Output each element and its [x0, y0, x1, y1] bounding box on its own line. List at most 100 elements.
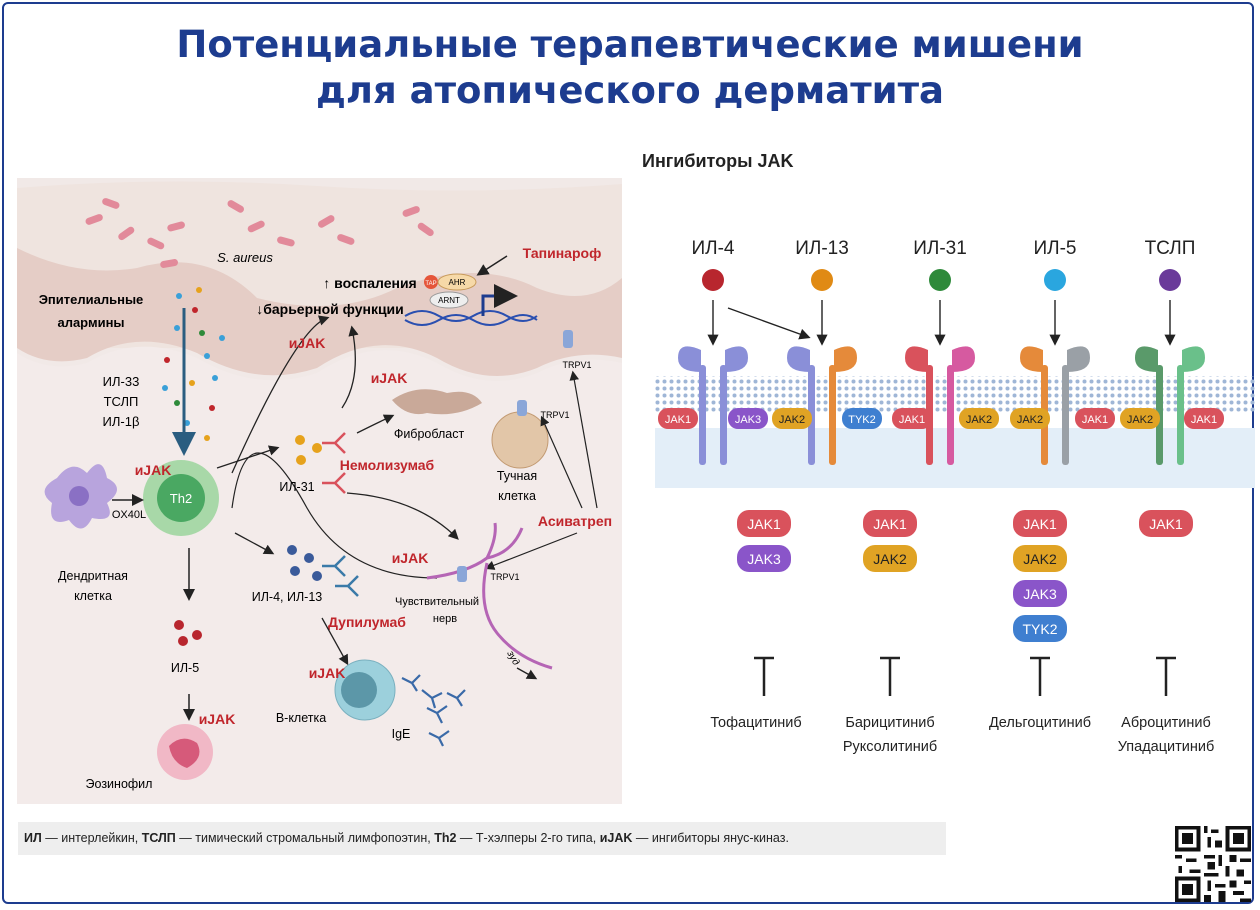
inhibited-kinase [1013, 615, 1067, 642]
receptor-head-right [952, 346, 975, 372]
membrane-kinase [1075, 408, 1115, 429]
footer-def-1: — интерлейкин, [41, 831, 142, 845]
alarmin-1: ИЛ-33 [103, 374, 140, 389]
receptor-head-left [1020, 346, 1043, 372]
inhibited-kinase [1013, 545, 1067, 572]
membrane-kinase [959, 408, 999, 429]
ahr-label: AHR [449, 278, 466, 287]
nemolizumab-label: Немолизумаб [340, 457, 435, 473]
arnt-label: ARNT [438, 296, 460, 305]
dendritic-label-1: Дендритная [58, 569, 128, 583]
footer-def-3: — Т-хэлперы 2-го типа, [456, 831, 600, 845]
s-aureus-label: S. aureus [217, 250, 273, 265]
receptor-chain-right [829, 365, 836, 465]
inhibited-kinase [863, 510, 917, 537]
up-inflammation: ↑ воспаления [323, 275, 416, 291]
receptor-chain-right [720, 365, 727, 465]
il31-label: ИЛ-31 [279, 480, 314, 494]
drug-name: Дельгоцитиниб [989, 715, 1091, 731]
membrane-kinase-label: JAK2 [966, 414, 992, 426]
eosinophil-label: Эозинофил [86, 777, 153, 791]
jak-heading: Ингибиторы JAK [642, 151, 794, 171]
footer-def-2: — тимический стромальный лимфопоэтин, [175, 831, 435, 845]
tap-molecule [424, 275, 438, 289]
asivatrep-label: Асиватреп [538, 513, 612, 529]
receptor-chain-right [1062, 365, 1069, 465]
ox40l-label: OX40L [112, 509, 146, 521]
bcell-label: В-клетка [276, 711, 326, 725]
inhibited-kinase-label: JAK3 [747, 551, 781, 567]
s-aureus-bacteria [85, 198, 434, 268]
membrane-kinase-label: JAK1 [899, 414, 925, 426]
inhibited-kinase-label: JAK1 [747, 516, 781, 532]
membrane-kinase [1184, 408, 1224, 429]
drug-name: Упадацитиниб [1118, 739, 1215, 755]
cytokine-label: ТСЛП [1145, 238, 1196, 259]
membrane-kinase-label: JAK1 [1191, 414, 1217, 426]
receptor-chain-right [1177, 365, 1184, 465]
inhibited-kinase [1013, 580, 1067, 607]
dendritic-label-2: клетка [74, 589, 112, 603]
receptor-chain-left [699, 365, 706, 465]
membrane-kinase [772, 408, 812, 429]
inhibited-kinase-label: JAK3 [1023, 586, 1057, 602]
il5-particles [174, 620, 202, 646]
cytokine-dot [702, 269, 724, 291]
inhibited-kinase [737, 545, 791, 572]
footer-term-2: ТСЛП [141, 831, 176, 845]
cytokine-dot [929, 269, 951, 291]
mast-cell [491, 411, 549, 469]
il4-il13-label: ИЛ-4, ИЛ-13 [252, 590, 323, 604]
membrane-kinase [892, 408, 932, 429]
receptor-head-left [678, 346, 701, 372]
inhibited-kinase [737, 510, 791, 537]
membrane-kinase-label: JAK1 [1082, 414, 1108, 426]
ijak-nerve: иJAK [392, 550, 429, 566]
inhibited-kinase-label: JAK1 [1149, 516, 1183, 532]
cytokine-label: ИЛ-4 [691, 238, 734, 259]
membrane-kinase [658, 408, 698, 429]
footer-legend: ИЛ — интерлейкин, ТСЛП — тимический стро… [18, 822, 946, 855]
cytokine-dot [1044, 269, 1066, 291]
membrane-kinase-label: JAK2 [779, 414, 805, 426]
ijak-eosinophil: иJAK [199, 711, 236, 727]
ijak-bcell: иJAK [309, 665, 346, 681]
drug-name: Аброцитиниб [1121, 715, 1211, 731]
footer-term-4: иJAK [599, 831, 633, 845]
nerve-label-2: нерв [433, 613, 457, 625]
receptor-head-right [1182, 346, 1205, 372]
membrane-kinase [1120, 408, 1160, 429]
il4-to-il13-receptor-arrow [727, 307, 811, 340]
receptor-chain-right [947, 365, 954, 465]
il4-il13-particles [287, 545, 322, 581]
membrane-kinase-label: JAK2 [1017, 414, 1043, 426]
inhibited-kinase-label: JAK2 [1023, 551, 1057, 567]
inhibited-kinase-label: JAK2 [873, 551, 907, 567]
membrane-kinase-label: JAK2 [1127, 414, 1153, 426]
trpv1-channel-top [563, 330, 573, 348]
epithelial-label-1: Эпителиальные [39, 292, 144, 307]
receptor-head-left [1135, 346, 1158, 372]
dupilumab-antibody [322, 555, 359, 597]
footer-term-1: ИЛ [24, 831, 42, 845]
cytokine-label: ИЛ-5 [1033, 238, 1076, 259]
drug-name: Тофацитиниб [710, 715, 801, 731]
trpv1-label-mast: TRPV1 [540, 410, 569, 420]
ijak-inflammation: иJAK [289, 335, 326, 351]
epithelial-label-2: алармины [57, 315, 124, 330]
inhibited-kinase-label: JAK1 [1023, 516, 1057, 532]
receptor-head-left [787, 346, 810, 372]
receptor-head-right [725, 346, 748, 372]
qr-code [1175, 826, 1251, 902]
nemolizumab-antibody [322, 432, 346, 494]
cytokine-label: ИЛ-13 [795, 238, 849, 259]
membrane-kinase [1010, 408, 1050, 429]
fibroblast-label: Фибробласт [394, 427, 465, 441]
fibroblast-cell [392, 389, 482, 415]
title-line-1: Потенциальные терапевтические мишени [176, 23, 1084, 66]
pathway-diagram: S. aureus Тапинароф TAP AHR ARNT ↑ воспа… [17, 178, 622, 804]
membrane-kinase-label: TYK2 [848, 414, 876, 426]
trpv1-label-nerve: TRPV1 [490, 572, 519, 582]
nerve-label-1: Чувствительный [395, 596, 479, 608]
